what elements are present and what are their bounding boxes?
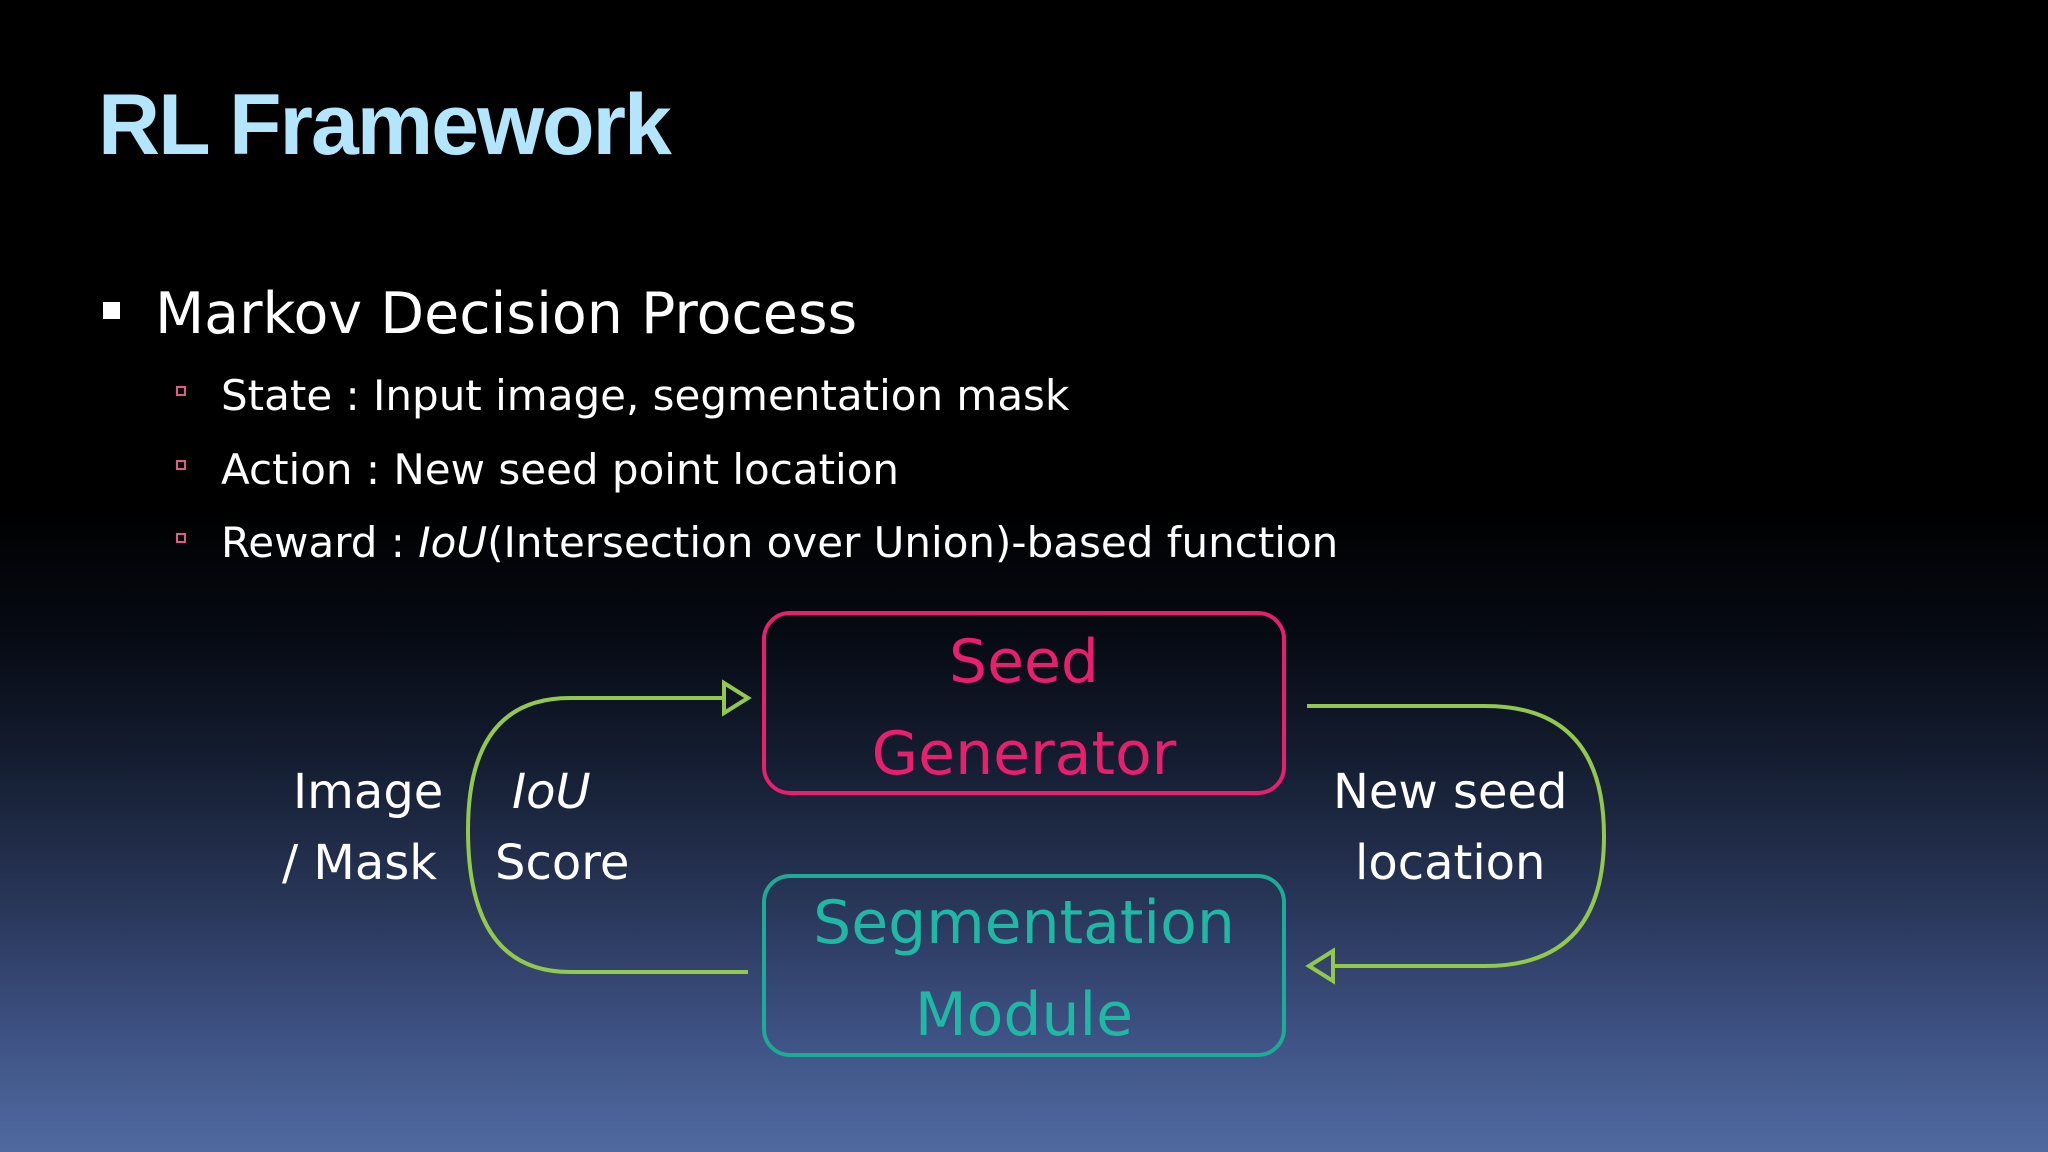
left-arrowhead-icon: [722, 679, 752, 717]
hollow-square-bullet-icon: [176, 533, 186, 543]
iou-italic: IoU: [512, 764, 591, 820]
reward-prefix: Reward :: [221, 518, 419, 567]
right-loop-arrow: [1307, 704, 1607, 968]
reward-suffix: (Intersection over Union)-based function: [487, 518, 1339, 567]
seed-generator-box: Seed Generator: [762, 611, 1286, 795]
location-label: location: [1355, 835, 1546, 891]
iou-label: IoU: [512, 756, 591, 828]
segmentation-module-line1: Segmentation: [813, 888, 1235, 958]
mask-label: / Mask: [282, 835, 438, 891]
reward-iou: IoU: [418, 518, 488, 567]
hollow-square-bullet-icon: [176, 386, 186, 396]
slide-title: RL Framework: [98, 77, 672, 173]
seed-generator-line1: Seed: [949, 627, 1099, 697]
square-bullet-icon: [103, 302, 120, 319]
sub-bullet-text: State : Input image, segmentation mask: [221, 371, 1070, 420]
sub-bullet-text: Action : New seed point location: [221, 445, 900, 494]
left-loop-arrow: [465, 696, 748, 974]
new-seed-label: New seed: [1333, 764, 1568, 820]
segmentation-module-line2: Module: [914, 980, 1134, 1050]
hollow-square-bullet-icon: [176, 460, 186, 470]
image-label: Image: [293, 764, 444, 820]
seed-generator-line2: Generator: [871, 719, 1177, 789]
score-label: Score: [495, 835, 630, 891]
right-arrowhead-icon: [1305, 947, 1335, 985]
segmentation-module-box: Segmentation Module: [762, 874, 1286, 1057]
bullet-text: Markov Decision Process: [155, 281, 858, 347]
sub-bullet-text: Reward : IoU(Intersection over Union)-ba…: [221, 513, 1338, 573]
